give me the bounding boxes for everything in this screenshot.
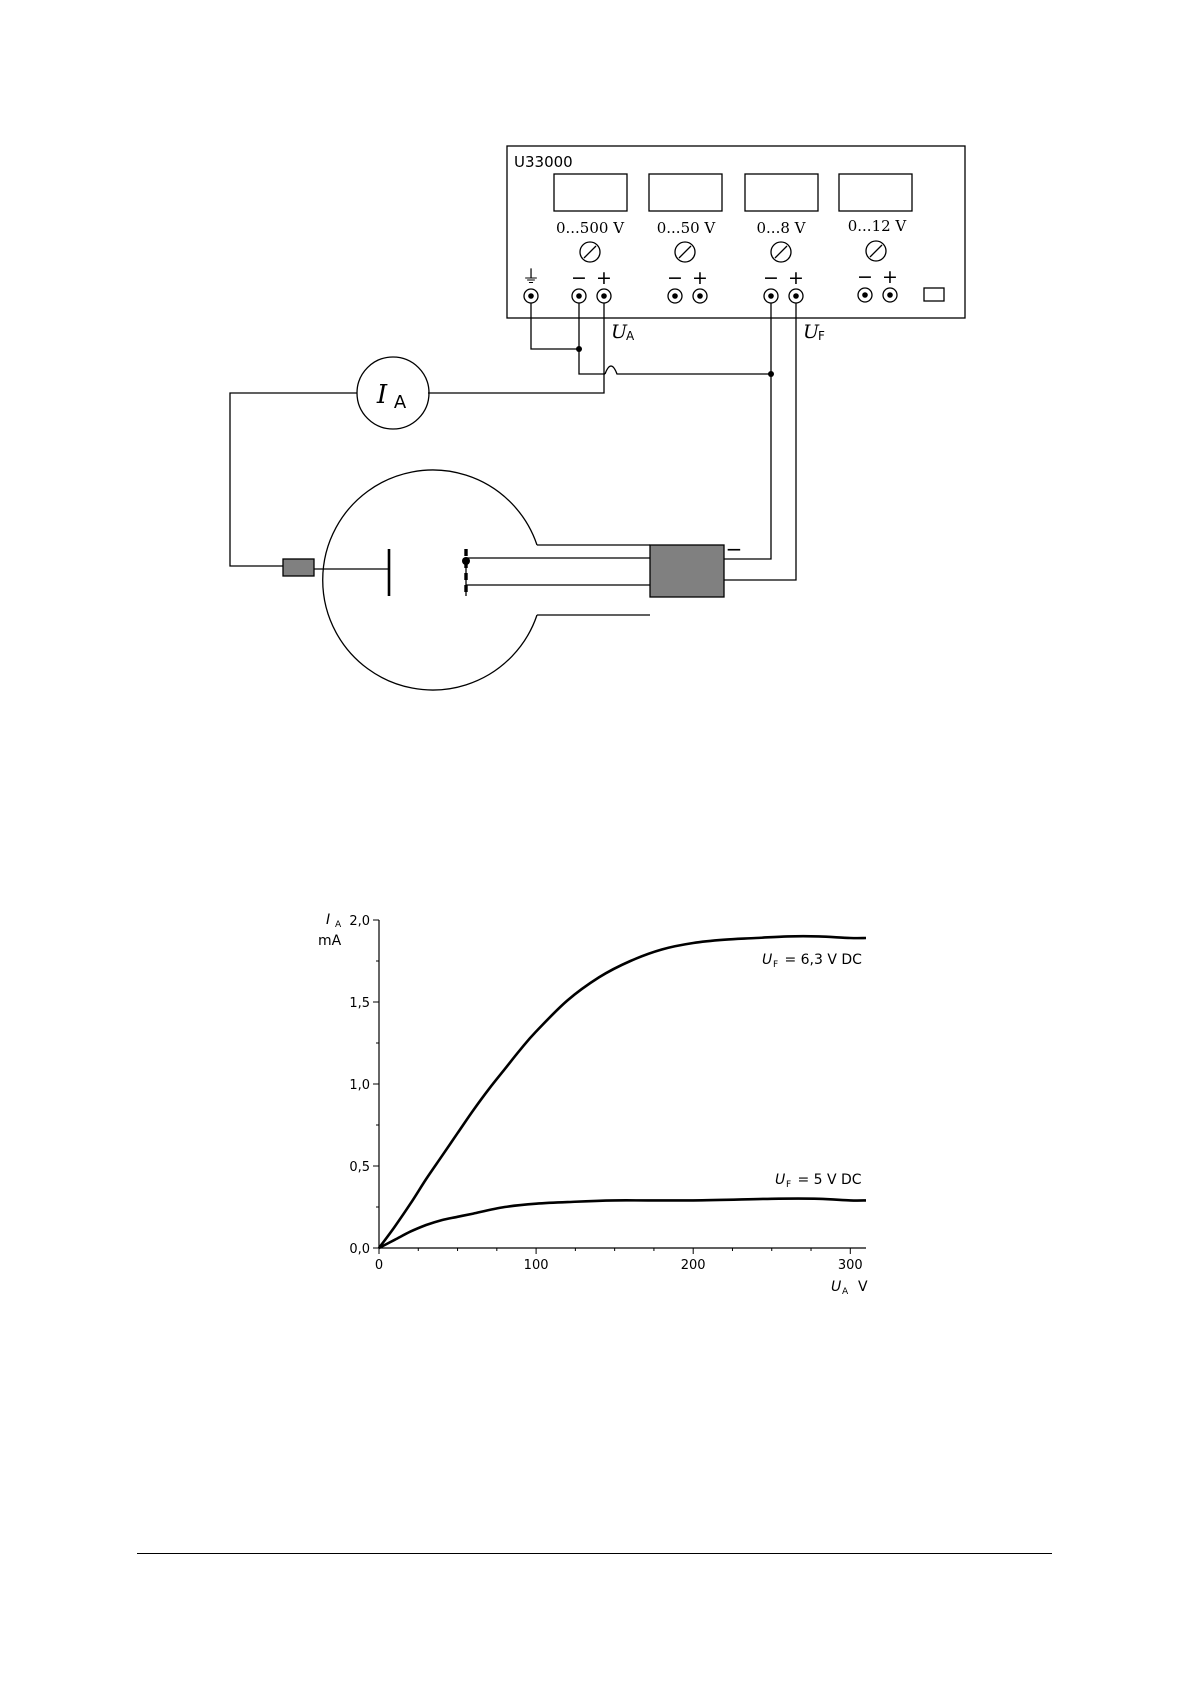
socket-12v-minus[interactable] (858, 288, 872, 302)
sign-minus-4: − (857, 266, 873, 288)
x-tick-label: 100 (524, 1258, 549, 1273)
cathode-minus-label: − (726, 537, 743, 561)
svg-text:= 6,3 V DC: = 6,3 V DC (780, 952, 862, 968)
y-tick-label: 1,0 (349, 1078, 370, 1093)
sign-plus-3: + (788, 267, 804, 289)
svg-text:U: U (775, 1172, 785, 1188)
ground-symbol: ⏚ (522, 267, 540, 288)
svg-text:F: F (773, 960, 778, 970)
power-switch[interactable] (924, 288, 944, 301)
ammeter-label-sub: A (394, 392, 407, 413)
socket-8v-minus[interactable] (764, 289, 778, 303)
footer-rule (137, 1553, 1052, 1554)
range-label-8v: 0...8 V (757, 219, 807, 237)
wire-uf-minus (724, 303, 771, 559)
junction-ua-minus (576, 346, 582, 352)
tube-inner-leads (466, 558, 650, 596)
sign-minus-3: − (763, 267, 779, 289)
y-tick-label: 2,0 (349, 914, 370, 929)
svg-text:F: F (786, 1180, 791, 1190)
svg-text:= 5 V DC: = 5 V DC (793, 1172, 862, 1188)
y-axis-unit: mA (318, 933, 342, 949)
ammeter-label: I (376, 380, 388, 410)
range-label-500v: 0...500 V (556, 219, 625, 237)
uf-label-sub: F (818, 329, 825, 343)
x-tick-label: 0 (375, 1258, 383, 1273)
sign-plus-4: + (882, 266, 898, 288)
y-tick-label: 0,5 (349, 1160, 370, 1175)
socket-500v-plus[interactable] (597, 289, 611, 303)
tube-socket (650, 545, 724, 597)
power-supply-model: U33000 (514, 153, 573, 171)
series-line-0 (379, 936, 866, 1248)
sign-minus-1: − (571, 267, 587, 289)
sign-minus-2: − (667, 267, 683, 289)
knob-500v[interactable] (580, 242, 600, 262)
display-12v (839, 174, 912, 211)
knob-8v[interactable] (771, 242, 791, 262)
x-axis-unit: V (858, 1279, 868, 1295)
circuit-diagram: U33000 0...500 V 0...50 V 0...8 V 0...12… (0, 0, 1191, 720)
wire-ground-minus (531, 303, 605, 374)
chart-axes (379, 920, 866, 1248)
x-tick-label: 200 (681, 1258, 706, 1273)
wire-crossing-hump (605, 366, 771, 374)
socket-50v-plus[interactable] (693, 289, 707, 303)
x-tick-label: 300 (838, 1258, 863, 1273)
socket-500v-minus[interactable] (572, 289, 586, 303)
chart-ticks: 0,0 0,5 1,0 1,5 2,0 0 100 200 300 (349, 914, 862, 1273)
y-tick-label: 1,5 (349, 996, 370, 1011)
series-line-1 (379, 1199, 866, 1248)
y-tick-label: 0,0 (349, 1242, 370, 1257)
sign-plus-2: + (692, 267, 708, 289)
display-50v (649, 174, 722, 211)
series-label-5v: U F = 5 V DC (775, 1172, 862, 1190)
socket-50v-minus[interactable] (668, 289, 682, 303)
tube-neck (537, 545, 650, 615)
series-label-6-3v: U F = 6,3 V DC (762, 952, 862, 970)
y-axis-label-sub: A (335, 920, 342, 930)
socket-ground[interactable] (524, 289, 538, 303)
socket-12v-plus[interactable] (883, 288, 897, 302)
y-axis-label: I (326, 912, 330, 928)
knob-50v[interactable] (675, 242, 695, 262)
x-axis-label: U (831, 1279, 841, 1295)
display-500v (554, 174, 627, 211)
x-axis-label-sub: A (842, 1287, 849, 1297)
ua-label-sub: A (626, 329, 635, 343)
chart-series (379, 936, 866, 1248)
display-8v (745, 174, 818, 211)
svg-text:U: U (762, 952, 772, 968)
wire-ammeter-anode (230, 393, 357, 566)
socket-8v-plus[interactable] (789, 289, 803, 303)
knob-12v[interactable] (866, 241, 886, 261)
range-label-50v: 0...50 V (657, 219, 717, 237)
tube-bulb (323, 470, 537, 690)
sign-plus-1: + (596, 267, 612, 289)
cathode-dot (462, 557, 470, 565)
range-label-12v: 0...12 V (848, 217, 908, 235)
anode-connector (283, 559, 314, 576)
